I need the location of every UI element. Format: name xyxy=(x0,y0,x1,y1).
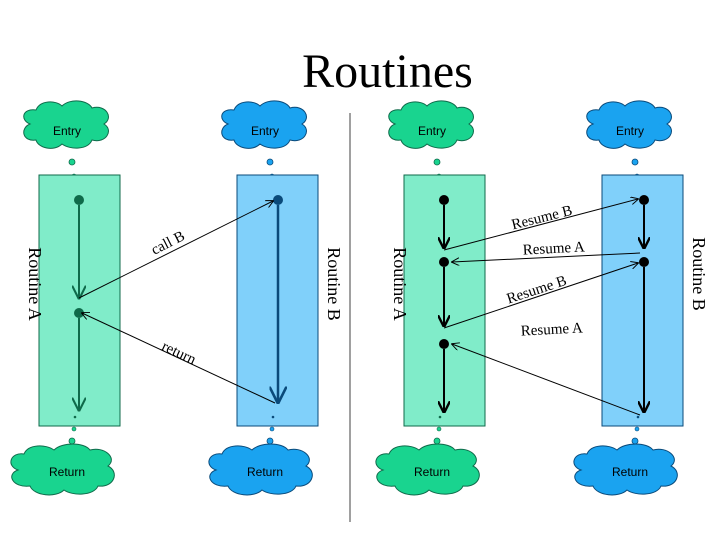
left-panel: Entry Entry call B return xyxy=(10,100,344,496)
resume-a-label-2: Resume A xyxy=(520,320,583,339)
slide-title: Routines xyxy=(302,45,473,98)
left-return-label-b: Return xyxy=(247,465,283,479)
resume-a-label-1: Resume A xyxy=(522,239,585,258)
resume-b-arrow-2 xyxy=(443,263,638,329)
left-entry-cloud-b: Entry xyxy=(221,100,307,149)
left-entry-label-b: Entry xyxy=(251,124,279,138)
right-entry-cloud-a: Entry xyxy=(388,100,474,149)
call-b-label: call B xyxy=(149,228,188,258)
left-entry-label-a: Entry xyxy=(53,124,81,138)
resume-b-label-1: Resume B xyxy=(510,203,574,234)
resume-b-label-2: Resume B xyxy=(505,273,569,307)
left-return-cloud-b: Return xyxy=(208,443,313,496)
right-return-label-b: Return xyxy=(612,465,648,479)
right-return-cloud-b: Return xyxy=(573,443,678,496)
call-b-arrow xyxy=(78,201,273,299)
left-return-label-a: Return xyxy=(49,465,85,479)
right-routine-b-label: Routine B xyxy=(689,237,709,311)
left-return-cloud-a: Return xyxy=(10,443,115,496)
right-entry-label-a: Entry xyxy=(418,124,446,138)
resume-b-arrow-1 xyxy=(443,199,638,251)
left-routine-a-label: Routine A xyxy=(25,247,45,321)
resume-a-arrow-1 xyxy=(452,252,641,262)
right-return-cloud-a: Return xyxy=(375,443,480,496)
right-entry-label-b: Entry xyxy=(616,124,644,138)
return-label: return xyxy=(159,339,199,369)
right-entry-cloud-b: Entry xyxy=(586,100,672,149)
right-panel: Entry Entry Resume B Resume A xyxy=(375,100,709,496)
left-routine-b-label: Routine B xyxy=(324,247,344,321)
left-entry-cloud-a: Entry xyxy=(23,100,109,149)
right-routine-b-bar xyxy=(601,174,684,427)
right-return-label-a: Return xyxy=(414,465,450,479)
resume-a-arrow-2 xyxy=(452,344,641,416)
return-arrow xyxy=(82,313,276,404)
right-routine-a-label: Routine A xyxy=(390,247,410,321)
